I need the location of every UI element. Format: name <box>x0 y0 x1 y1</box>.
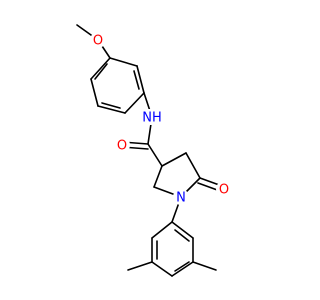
bond-aryl1-6 <box>90 57 111 80</box>
bond-aryl2-double-3 <box>174 229 190 242</box>
atom-nh-amide-label: NH <box>142 111 162 126</box>
atom-label-layer: O NH O N O <box>90 32 232 206</box>
bond-aryl1-double-2 <box>101 102 121 109</box>
bond-aryl1-double-1 <box>133 70 140 90</box>
bond-aryl2-1 <box>151 221 173 239</box>
bond-aryl1-5 <box>90 78 99 107</box>
bond-aryl2-double-2 <box>174 261 190 272</box>
atom-o-ketone: O <box>216 181 232 198</box>
bond-aryl2-4 <box>171 261 194 277</box>
atom-o-amide: O <box>114 137 130 154</box>
atom-o-ketone-background <box>216 181 232 197</box>
atom-nh-amide-background <box>141 109 165 125</box>
bond-methyl-right <box>192 261 217 271</box>
bond-layer <box>76 24 223 277</box>
atom-o-methoxy: O <box>90 32 106 49</box>
atom-nh-amide: NH <box>141 109 165 126</box>
bond-aryl1-3 <box>124 92 145 114</box>
bond-aryl2-3 <box>151 261 173 277</box>
atom-n-ring: N <box>173 189 189 206</box>
bond-aryl1-2 <box>136 65 145 94</box>
atom-o-methoxy-background <box>90 32 106 48</box>
bond-aryl1-1 <box>109 57 138 67</box>
atom-o-methoxy-label: O <box>93 34 103 49</box>
bond-pyr-1 <box>161 152 187 167</box>
bond-pyr-2 <box>185 152 201 179</box>
bond-aryl1-4 <box>97 105 126 114</box>
molecule-svg: O NH O N O <box>76 24 232 277</box>
bond-pyr-5 <box>153 165 163 188</box>
bond-carbonyl-ring <box>147 143 163 167</box>
atom-o-amide-background <box>114 137 130 153</box>
atom-o-ketone-label: O <box>219 183 229 198</box>
atom-n-ring-label: N <box>176 191 186 206</box>
bond-aryl2-6 <box>171 221 194 239</box>
structure-diagram: O NH O N O <box>76 24 232 277</box>
atom-o-amide-label: O <box>117 139 127 154</box>
atom-n-ring-background <box>173 189 189 205</box>
bond-aryl1-double-3 <box>94 63 108 80</box>
bond-methyl-left <box>127 261 153 271</box>
